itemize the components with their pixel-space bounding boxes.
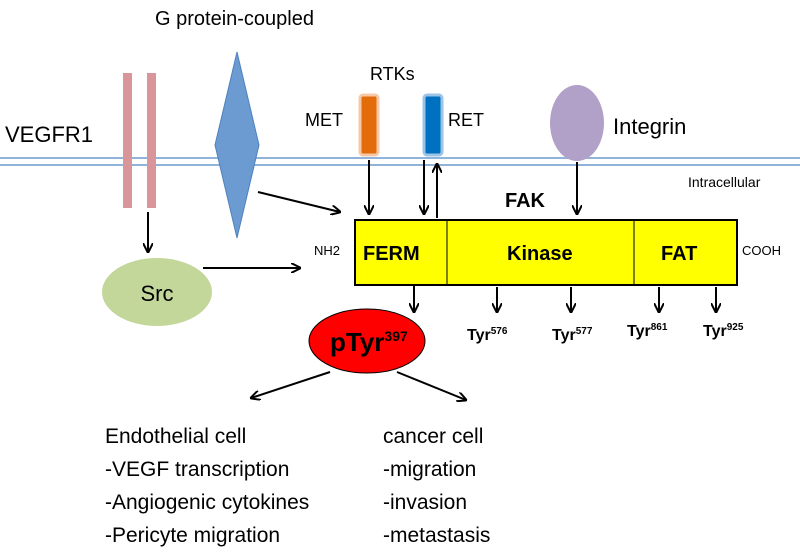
tyr861-label: Tyr861 bbox=[627, 322, 668, 340]
ret-receptor bbox=[422, 93, 444, 157]
tyr577-label: Tyr577 bbox=[552, 326, 593, 344]
fat-domain: FAT bbox=[661, 243, 697, 265]
cancer-item: -invasion bbox=[383, 491, 467, 514]
endothelial-title: Endothelial cell bbox=[105, 425, 246, 448]
endothelial-item: -Pericyte migration bbox=[105, 524, 280, 547]
ptyr-to-cancer-arrow bbox=[396, 371, 466, 400]
vegfr1-label: VEGFR1 bbox=[5, 122, 93, 147]
ret-label: RET bbox=[448, 110, 484, 130]
nh2-label: NH2 bbox=[314, 243, 340, 258]
ptyr-to-endothelial-arrow bbox=[251, 371, 331, 398]
met-receptor bbox=[358, 93, 380, 157]
gpcr-receptor bbox=[214, 51, 260, 239]
cooh-label: COOH bbox=[742, 243, 781, 258]
src-label: Src bbox=[141, 281, 174, 306]
kinase-domain: Kinase bbox=[507, 243, 573, 265]
cancer-item: -migration bbox=[383, 458, 476, 481]
integrin-label: Integrin bbox=[613, 114, 686, 139]
cell-membrane bbox=[0, 157, 800, 166]
cancer-title: cancer cell bbox=[383, 425, 483, 448]
ptyr-site-number: 397 bbox=[384, 328, 408, 344]
ptyr397-site bbox=[308, 308, 426, 374]
endothelial-item: -Angiogenic cytokines bbox=[105, 491, 309, 514]
cancer-outcomes: cancer cell -migration -invasion -metast… bbox=[383, 425, 490, 547]
fak-label: FAK bbox=[505, 190, 546, 212]
ptyr-prefix: pTyr bbox=[330, 327, 384, 357]
src-kinase bbox=[102, 258, 212, 326]
ferm-domain: FERM bbox=[363, 243, 420, 265]
intracellular-label: Intracellular bbox=[688, 174, 761, 190]
arrows bbox=[148, 160, 716, 400]
gpcr-to-fak-arrow bbox=[257, 191, 340, 212]
cancer-item: -metastasis bbox=[383, 524, 490, 547]
tyr925-label: Tyr925 bbox=[703, 322, 744, 340]
vegfr1-receptor bbox=[123, 73, 156, 208]
fak-protein bbox=[354, 219, 738, 286]
tyr576-label: Tyr576 bbox=[467, 326, 508, 344]
endothelial-outcomes: Endothelial cell -VEGF transcription -An… bbox=[105, 425, 309, 547]
integrin-receptor bbox=[550, 85, 604, 161]
met-label: MET bbox=[305, 110, 343, 130]
g-protein-label: G protein-coupled bbox=[155, 8, 314, 30]
rtks-label: RTKs bbox=[370, 64, 415, 84]
endothelial-item: -VEGF transcription bbox=[105, 458, 289, 481]
ptyr397-label: pTyr397 bbox=[330, 327, 408, 357]
